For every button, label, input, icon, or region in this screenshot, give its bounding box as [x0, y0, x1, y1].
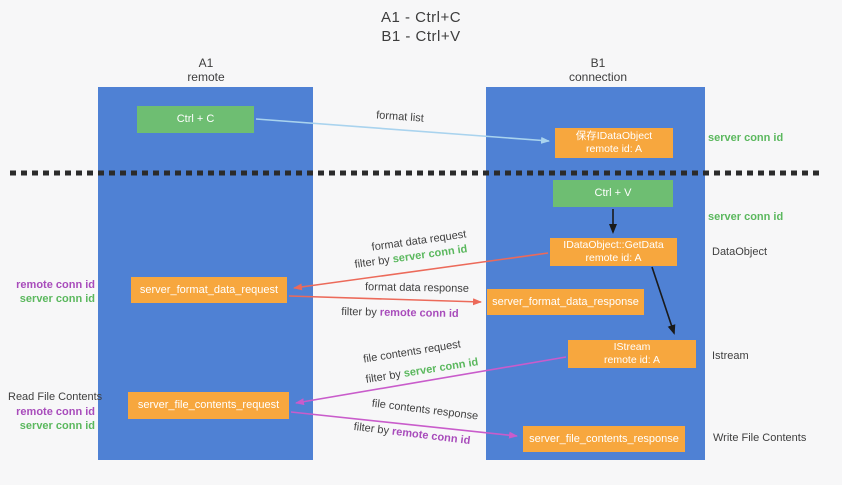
arrow-getdata-to-istream	[651, 266, 676, 335]
label-istream: Istream	[712, 350, 749, 362]
lane-b1-name: B1	[590, 56, 606, 70]
label-read-file-contents: Read File Contents	[8, 391, 103, 403]
node-server-format-data-response: server_format_data_response	[487, 289, 644, 315]
node-save-idataobject-line2: remote id: A	[585, 143, 643, 155]
node-istream-line2: remote id: A	[603, 354, 661, 366]
node-server-file-contents-response: server_file_contents_response	[523, 426, 685, 452]
title-line-1: A1 - Ctrl+C	[380, 9, 462, 26]
filter-value-remote-conn-id: remote conn id	[379, 306, 459, 321]
node-getdata-line1: IDataObject::GetData	[563, 239, 664, 251]
node-istream: IStream remote id: A	[568, 340, 696, 368]
lane-header-a1: A1 remote	[151, 56, 261, 84]
diagram-title: A1 - Ctrl+C B1 - Ctrl+V	[0, 8, 842, 46]
lane-b1-role: connection	[568, 70, 628, 84]
lane-header-b1: B1 connection	[543, 56, 653, 84]
arrow-format-data-response	[288, 295, 482, 306]
label-server-conn-id-top: server conn id	[708, 132, 784, 144]
node-format-response-label: server_format_data_response	[492, 295, 639, 308]
lane-a1-role: remote	[187, 70, 225, 84]
node-getdata-line2: remote id: A	[585, 252, 642, 264]
node-ctrl-v-label: Ctrl + V	[594, 187, 632, 199]
lane-a1-name: A1	[198, 56, 214, 70]
node-ctrl-c: Ctrl + C	[137, 106, 254, 133]
node-idataobject-getdata: IDataObject::GetData remote id: A	[550, 238, 677, 266]
label-remote-conn-id-format: remote conn id	[16, 279, 95, 291]
node-save-idataobject: 保存IDataObject remote id: A	[555, 128, 673, 158]
label-dataobject: DataObject	[712, 246, 768, 258]
label-format-data-response-text: format data response	[364, 281, 470, 295]
arrow-format-list	[255, 118, 550, 144]
filter-by-text: filter by	[341, 305, 380, 319]
label-server-conn-id-file: server conn id	[19, 420, 95, 432]
node-format-request-label: server_format_data_request	[139, 283, 279, 296]
title-line-2: B1 - Ctrl+V	[381, 28, 461, 45]
label-format-data-response-filter: filter by remote conn id	[341, 306, 459, 320]
label-server-conn-id-ctrlv: server conn id	[708, 211, 784, 223]
label-format-data-response: format data response	[365, 281, 469, 295]
node-file-response-label: server_file_contents_response	[529, 432, 679, 445]
arrow-format-data-request	[293, 252, 549, 291]
arrow-file-contents-request	[295, 356, 567, 406]
label-write-file-contents: Write File Contents	[713, 432, 807, 444]
node-ctrl-c-label: Ctrl + C	[176, 113, 215, 125]
label-server-conn-id-format: server conn id	[19, 293, 95, 305]
node-server-file-contents-request: server_file_contents_request	[128, 392, 289, 419]
node-file-request-label: server_file_contents_request	[137, 399, 280, 411]
node-server-format-data-request: server_format_data_request	[131, 277, 287, 303]
arrow-file-contents-response	[290, 411, 518, 439]
node-istream-line1: IStream	[613, 341, 651, 353]
node-save-idataobject-line1: 保存IDataObject	[575, 130, 653, 142]
label-remote-conn-id-file: remote conn id	[16, 406, 95, 418]
node-ctrl-v: Ctrl + V	[553, 180, 673, 207]
